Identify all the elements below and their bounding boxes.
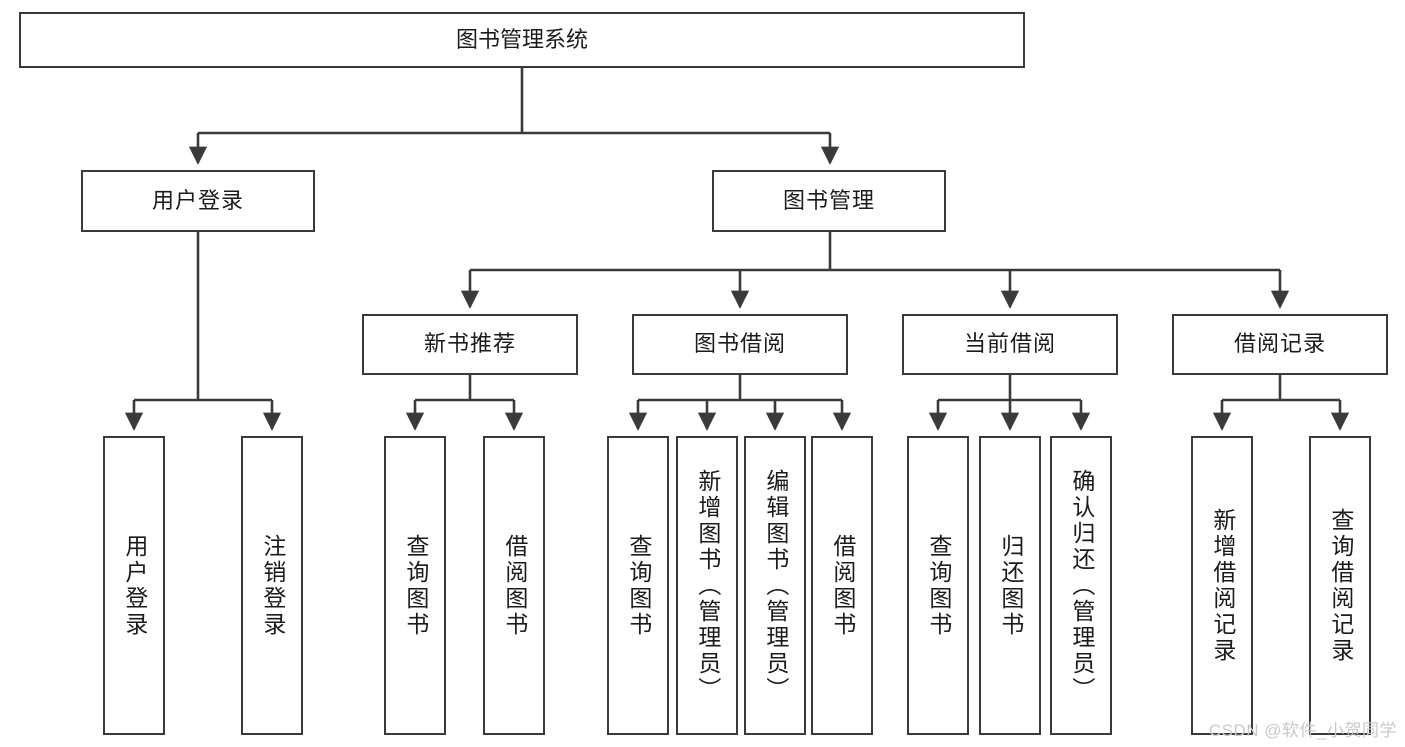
leaf-add-record[interactable]: 新增借阅记录 [1191,436,1253,735]
leaf-borrow-book-2[interactable]: 借阅图书 [811,436,873,735]
leaf-return-book[interactable]: 归还图书 [979,436,1041,735]
leaf-borrow-book-2-label: 借阅图书 [829,533,856,638]
leaf-add-book[interactable]: 新增图书（管理员） [676,436,738,735]
leaf-user-login-label: 用户登录 [121,533,148,638]
leaf-user-logout-label: 注销登录 [259,533,286,638]
node-new-book-rec-label: 新书推荐 [423,331,516,357]
leaf-query-book-2[interactable]: 查询图书 [607,436,669,735]
node-borrow-record-label: 借阅记录 [1233,331,1326,357]
node-user-login-label: 用户登录 [151,187,244,213]
leaf-query-record-label: 查询借阅记录 [1327,507,1354,664]
watermark: CSDN @软件_小贺同学 [1208,721,1397,740]
leaf-user-logout[interactable]: 注销登录 [241,436,303,735]
node-book-manage[interactable]: 图书管理 [712,170,946,232]
node-user-login[interactable]: 用户登录 [81,170,315,232]
node-book-borrow[interactable]: 图书借阅 [632,314,848,375]
leaf-edit-book-label: 编辑图书（管理员） [762,468,789,703]
node-current-borrow-label: 当前借阅 [963,331,1056,357]
leaf-confirm-return-label: 确认归还（管理员） [1068,468,1095,703]
leaf-borrow-book-1[interactable]: 借阅图书 [483,436,545,735]
leaf-return-book-label: 归还图书 [997,533,1024,638]
node-new-book-rec[interactable]: 新书推荐 [362,314,578,375]
node-root[interactable]: 图书管理系统 [19,12,1025,68]
node-book-borrow-label: 图书借阅 [693,331,786,357]
leaf-query-book-1-label: 查询图书 [402,533,429,638]
leaf-query-record[interactable]: 查询借阅记录 [1309,436,1371,735]
leaf-query-book-1[interactable]: 查询图书 [384,436,446,735]
leaf-edit-book[interactable]: 编辑图书（管理员） [744,436,806,735]
leaf-query-book-3[interactable]: 查询图书 [907,436,969,735]
leaf-confirm-return[interactable]: 确认归还（管理员） [1050,436,1112,735]
leaf-query-book-3-label: 查询图书 [925,533,952,638]
leaf-add-book-label: 新增图书（管理员） [694,468,721,703]
leaf-user-login[interactable]: 用户登录 [103,436,165,735]
node-root-label: 图书管理系统 [455,26,588,52]
node-current-borrow[interactable]: 当前借阅 [902,314,1118,375]
node-book-manage-label: 图书管理 [782,187,875,213]
node-borrow-record[interactable]: 借阅记录 [1172,314,1388,375]
leaf-borrow-book-1-label: 借阅图书 [501,533,528,638]
leaf-query-book-2-label: 查询图书 [625,533,652,638]
leaf-add-record-label: 新增借阅记录 [1209,507,1236,664]
